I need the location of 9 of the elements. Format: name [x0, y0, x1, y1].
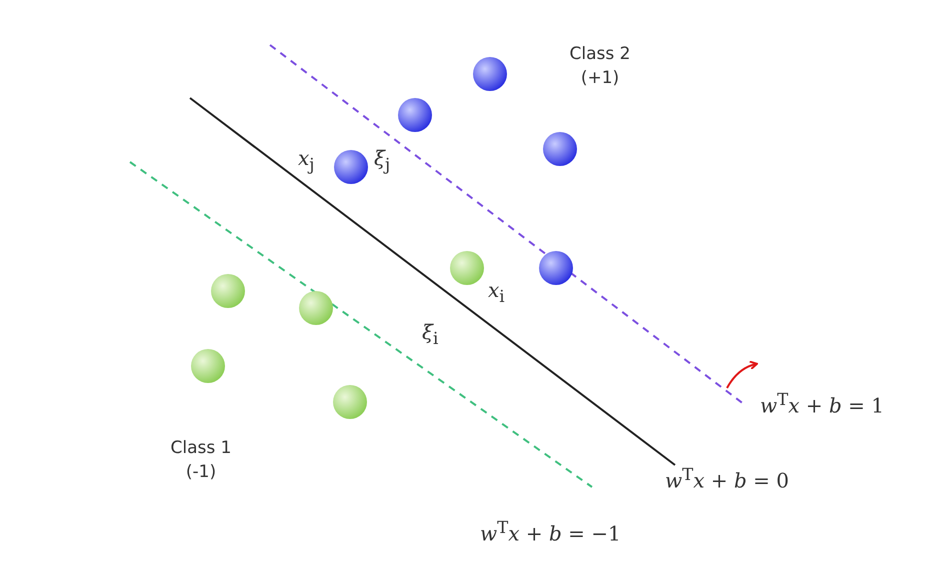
equation-label: w$^{T}$x + b = 1 [760, 390, 884, 418]
slack-label: ξ$_{j}$ [374, 146, 390, 174]
class-label: Class 2 (+1) [568, 43, 632, 90]
equation-label: w$^{T}$x + b = −1 [480, 518, 621, 546]
point-label: x$_{i}$ [488, 278, 505, 306]
slack-label: ξ$_{i}$ [422, 320, 438, 348]
equation-label: w$^{T}$x + b = 0 [665, 465, 790, 493]
point-label: x$_{j}$ [298, 146, 314, 174]
class-label: Class 1 (-1) [170, 437, 232, 484]
